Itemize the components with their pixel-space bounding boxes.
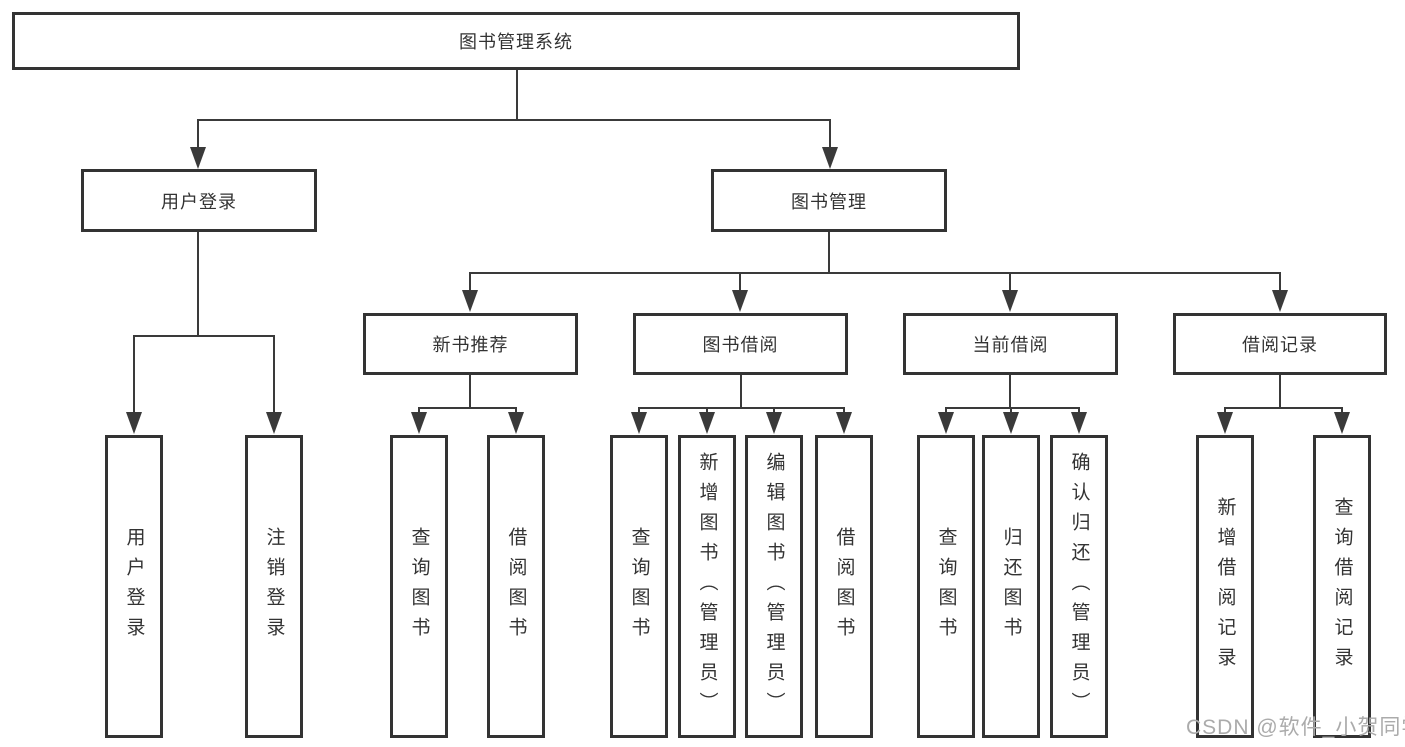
arrowhead-icon — [1071, 412, 1087, 434]
node-current-borrowing-label: 当前借阅 — [972, 335, 1049, 355]
connector-line — [843, 407, 845, 415]
leaf-user-login: 用户登录 — [105, 435, 163, 738]
connector-line — [1010, 407, 1012, 415]
arrowhead-icon — [508, 412, 524, 434]
connector-line — [469, 272, 1281, 274]
leaf-edit-books-admin: 编辑图书（管理员） — [745, 435, 803, 738]
leaf-return-books: 归还图书 — [982, 435, 1040, 738]
leaf-recommend-query-books: 查询图书 — [390, 435, 448, 738]
connector-line — [638, 407, 845, 409]
leaf-current-query-books-label: 查询图书 — [935, 526, 957, 647]
connector-line — [945, 407, 1080, 409]
leaf-add-books-admin: 新增图书（管理员） — [678, 435, 736, 738]
leaf-borrow-books: 借阅图书 — [815, 435, 873, 738]
arrowhead-icon — [1002, 290, 1018, 312]
connector-line — [1009, 272, 1011, 292]
connector-line — [945, 407, 947, 415]
connector-line — [197, 119, 199, 149]
arrowhead-icon — [1003, 412, 1019, 434]
connector-line — [706, 407, 708, 415]
node-current-borrowing: 当前借阅 — [903, 313, 1118, 375]
leaf-confirm-return-admin: 确认归还（管理员） — [1050, 435, 1108, 738]
arrowhead-icon — [836, 412, 852, 434]
arrowhead-icon — [1272, 290, 1288, 312]
leaf-user-login-label: 用户登录 — [123, 526, 145, 647]
connector-line — [773, 407, 775, 415]
leaf-borrowing-query-books-label: 查询图书 — [628, 526, 650, 647]
leaf-borrow-books-label: 借阅图书 — [833, 526, 855, 647]
arrowhead-icon — [1217, 412, 1233, 434]
connector-line — [197, 232, 199, 335]
connector-line — [1078, 407, 1080, 415]
node-borrowing-records: 借阅记录 — [1173, 313, 1387, 375]
arrowhead-icon — [266, 412, 282, 434]
leaf-query-borrow-record: 查询借阅记录 — [1313, 435, 1371, 738]
connector-line — [469, 272, 471, 292]
arrowhead-icon — [699, 412, 715, 434]
node-user-login-label: 用户登录 — [161, 191, 237, 212]
connector-line — [638, 407, 640, 415]
leaf-logout: 注销登录 — [245, 435, 303, 738]
connector-line — [273, 335, 275, 413]
arrowhead-icon — [411, 412, 427, 434]
leaf-add-borrow-record: 新增借阅记录 — [1196, 435, 1254, 738]
csdn-watermark: CSDN @软件_小贺同学 — [1186, 716, 1405, 739]
leaf-recommend-borrow-books: 借阅图书 — [487, 435, 545, 738]
arrowhead-icon — [822, 147, 838, 169]
arrowhead-icon — [631, 412, 647, 434]
connector-line — [740, 375, 742, 407]
arrowhead-icon — [938, 412, 954, 434]
connector-line — [516, 70, 518, 119]
leaf-query-borrow-record-label: 查询借阅记录 — [1331, 496, 1353, 677]
connector-line — [197, 119, 831, 121]
connector-line — [133, 335, 135, 413]
node-user-login: 用户登录 — [81, 169, 317, 232]
leaf-recommend-borrow-books-label: 借阅图书 — [505, 526, 527, 647]
leaf-borrowing-query-books: 查询图书 — [610, 435, 668, 738]
connector-line — [418, 407, 517, 409]
node-new-book-recommend: 新书推荐 — [363, 313, 578, 375]
arrowhead-icon — [190, 147, 206, 169]
leaf-current-query-books: 查询图书 — [917, 435, 975, 738]
node-new-book-recommend-label: 新书推荐 — [432, 335, 509, 355]
arrowhead-icon — [1334, 412, 1350, 434]
arrowhead-icon — [462, 290, 478, 312]
node-book-management-label: 图书管理 — [791, 191, 867, 212]
connector-line — [1279, 375, 1281, 407]
node-root-system-label: 图书管理系统 — [459, 32, 573, 52]
connector-line — [1341, 407, 1343, 415]
connector-line — [515, 407, 517, 415]
arrowhead-icon — [732, 290, 748, 312]
leaf-logout-label: 注销登录 — [263, 526, 285, 647]
node-borrowing-records-label: 借阅记录 — [1242, 335, 1318, 355]
connector-line — [469, 375, 471, 407]
leaf-confirm-return-admin-label: 确认归还（管理员） — [1068, 451, 1090, 722]
leaf-add-books-admin-label: 新增图书（管理员） — [696, 451, 718, 722]
node-root-system: 图书管理系统 — [12, 12, 1020, 70]
connector-line — [1279, 272, 1281, 292]
connector-line — [739, 272, 741, 292]
leaf-recommend-query-books-label: 查询图书 — [408, 526, 430, 647]
leaf-add-borrow-record-label: 新增借阅记录 — [1214, 496, 1236, 677]
connector-line — [829, 119, 831, 149]
arrowhead-icon — [766, 412, 782, 434]
leaf-edit-books-admin-label: 编辑图书（管理员） — [763, 451, 785, 722]
arrowhead-icon — [126, 412, 142, 434]
connector-line — [1224, 407, 1226, 415]
node-book-borrowing-label: 图书借阅 — [702, 335, 779, 355]
node-book-management: 图书管理 — [711, 169, 947, 232]
connector-line — [133, 335, 275, 337]
connector-line — [1224, 407, 1343, 409]
connector-line — [1009, 375, 1011, 407]
connector-line — [828, 232, 830, 272]
node-book-borrowing: 图书借阅 — [633, 313, 848, 375]
leaf-return-books-label: 归还图书 — [1000, 526, 1022, 647]
connector-line — [418, 407, 420, 415]
